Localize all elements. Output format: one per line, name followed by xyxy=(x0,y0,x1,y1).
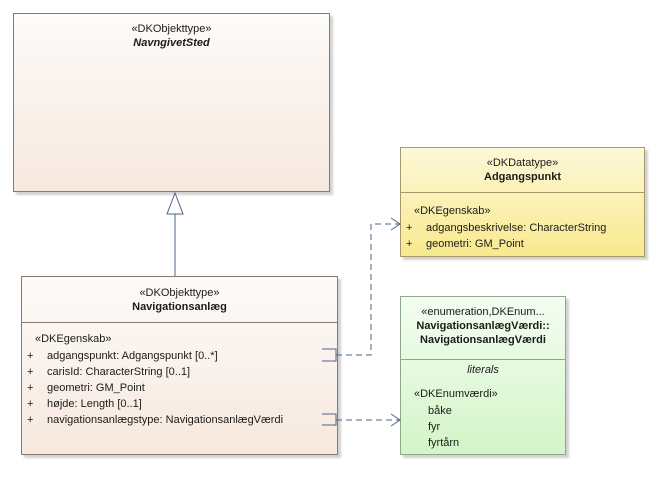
literal-row[interactable]: båke xyxy=(428,405,452,417)
class-header: «DKObjekttype» NavngivetSted xyxy=(14,14,329,50)
visibility-marker: + xyxy=(406,222,413,234)
class-header: «DKDatatype» Adgangspunkt xyxy=(401,148,644,193)
class-name: Navigationsanlæg xyxy=(132,301,227,313)
attribute-row[interactable]: + adgangsbeskrivelse: CharacterString xyxy=(406,221,606,235)
stereotype-label: «enumeration,DKEnum... xyxy=(421,306,545,318)
attribute-text: adgangspunkt: Adgangspunkt [0..*] xyxy=(47,350,218,362)
attribute-text: carisId: CharacterString [0..1] xyxy=(47,366,191,378)
class-header: «DKObjekttype» Navigationsanlæg xyxy=(22,277,337,323)
open-arrowhead-icon xyxy=(390,217,401,231)
class-navigationsanlaeg-vaerdi-enum[interactable]: «enumeration,DKEnum... NavigationsanlægV… xyxy=(400,296,566,455)
attribute-row[interactable]: + navigationsanlægstype: Navigationsanlæg… xyxy=(27,413,283,427)
visibility-marker: + xyxy=(27,366,34,378)
visibility-marker: + xyxy=(27,414,34,426)
attribute-text: navigationsanlægstype: NavigationsanlægV… xyxy=(47,414,284,426)
attribute-text: højde: Length [0..1] xyxy=(47,398,142,410)
inheritance-arrowhead-icon xyxy=(166,191,184,215)
literal-compartment: literals «DKEnumværdi» båke fyr fyrtårn xyxy=(401,364,565,449)
attribute-row[interactable]: + geometri: GM_Point xyxy=(27,381,145,395)
stereotype-label: «DKObjekttype» xyxy=(131,23,212,35)
attribute-text: geometri: GM_Point xyxy=(47,382,145,394)
attribute-row[interactable]: + højde: Length [0..1] xyxy=(27,397,142,411)
class-name: NavngivetSted xyxy=(133,37,210,49)
stereotype-label: «DKDatatype» xyxy=(486,157,559,169)
literal-stereotype: «DKEnumværdi» xyxy=(414,388,498,400)
attribute-text: geometri: GM_Point xyxy=(426,238,524,250)
class-navigationsanlaeg[interactable]: «DKObjekttype» Navigationsanlæg «DKEgens… xyxy=(21,276,338,455)
visibility-marker: + xyxy=(27,398,34,410)
class-name-line-2: NavigationsanlægVærdi xyxy=(420,334,546,346)
generalization-connector[interactable] xyxy=(166,191,184,276)
class-adgangspunkt[interactable]: «DKDatatype» Adgangspunkt «DKEgenskab» +… xyxy=(400,147,645,257)
literal-row[interactable]: fyr xyxy=(428,421,441,433)
literals-label: literals xyxy=(467,364,499,376)
dependency-connector-adgangspunkt[interactable] xyxy=(322,217,401,362)
attribute-text: adgangsbeskrivelse: CharacterString xyxy=(426,222,607,234)
stereotype-label: «DKObjekttype» xyxy=(139,287,220,299)
attribute-stereotype: «DKEgenskab» xyxy=(414,205,491,217)
attribute-stereotype: «DKEgenskab» xyxy=(35,333,112,345)
attribute-row[interactable]: + geometri: GM_Point xyxy=(406,237,524,251)
class-navngivet-sted[interactable]: «DKObjekttype» NavngivetSted xyxy=(13,13,330,192)
class-header: «enumeration,DKEnum... NavigationsanlægV… xyxy=(401,297,565,360)
class-name: Adgangspunkt xyxy=(484,171,561,183)
literal-row[interactable]: fyrtårn xyxy=(428,437,460,449)
dependency-connector-navigationsanlaegstype[interactable] xyxy=(322,413,401,427)
visibility-marker: + xyxy=(406,238,413,250)
visibility-marker: + xyxy=(27,350,34,362)
class-name-line-1: NavigationsanlægVærdi:: xyxy=(416,320,550,332)
attribute-row[interactable]: + adgangspunkt: Adgangspunkt [0..*] xyxy=(27,349,218,363)
open-arrowhead-icon xyxy=(390,413,401,427)
visibility-marker: + xyxy=(27,382,34,394)
attribute-row[interactable]: + carisId: CharacterString [0..1] xyxy=(27,365,190,379)
